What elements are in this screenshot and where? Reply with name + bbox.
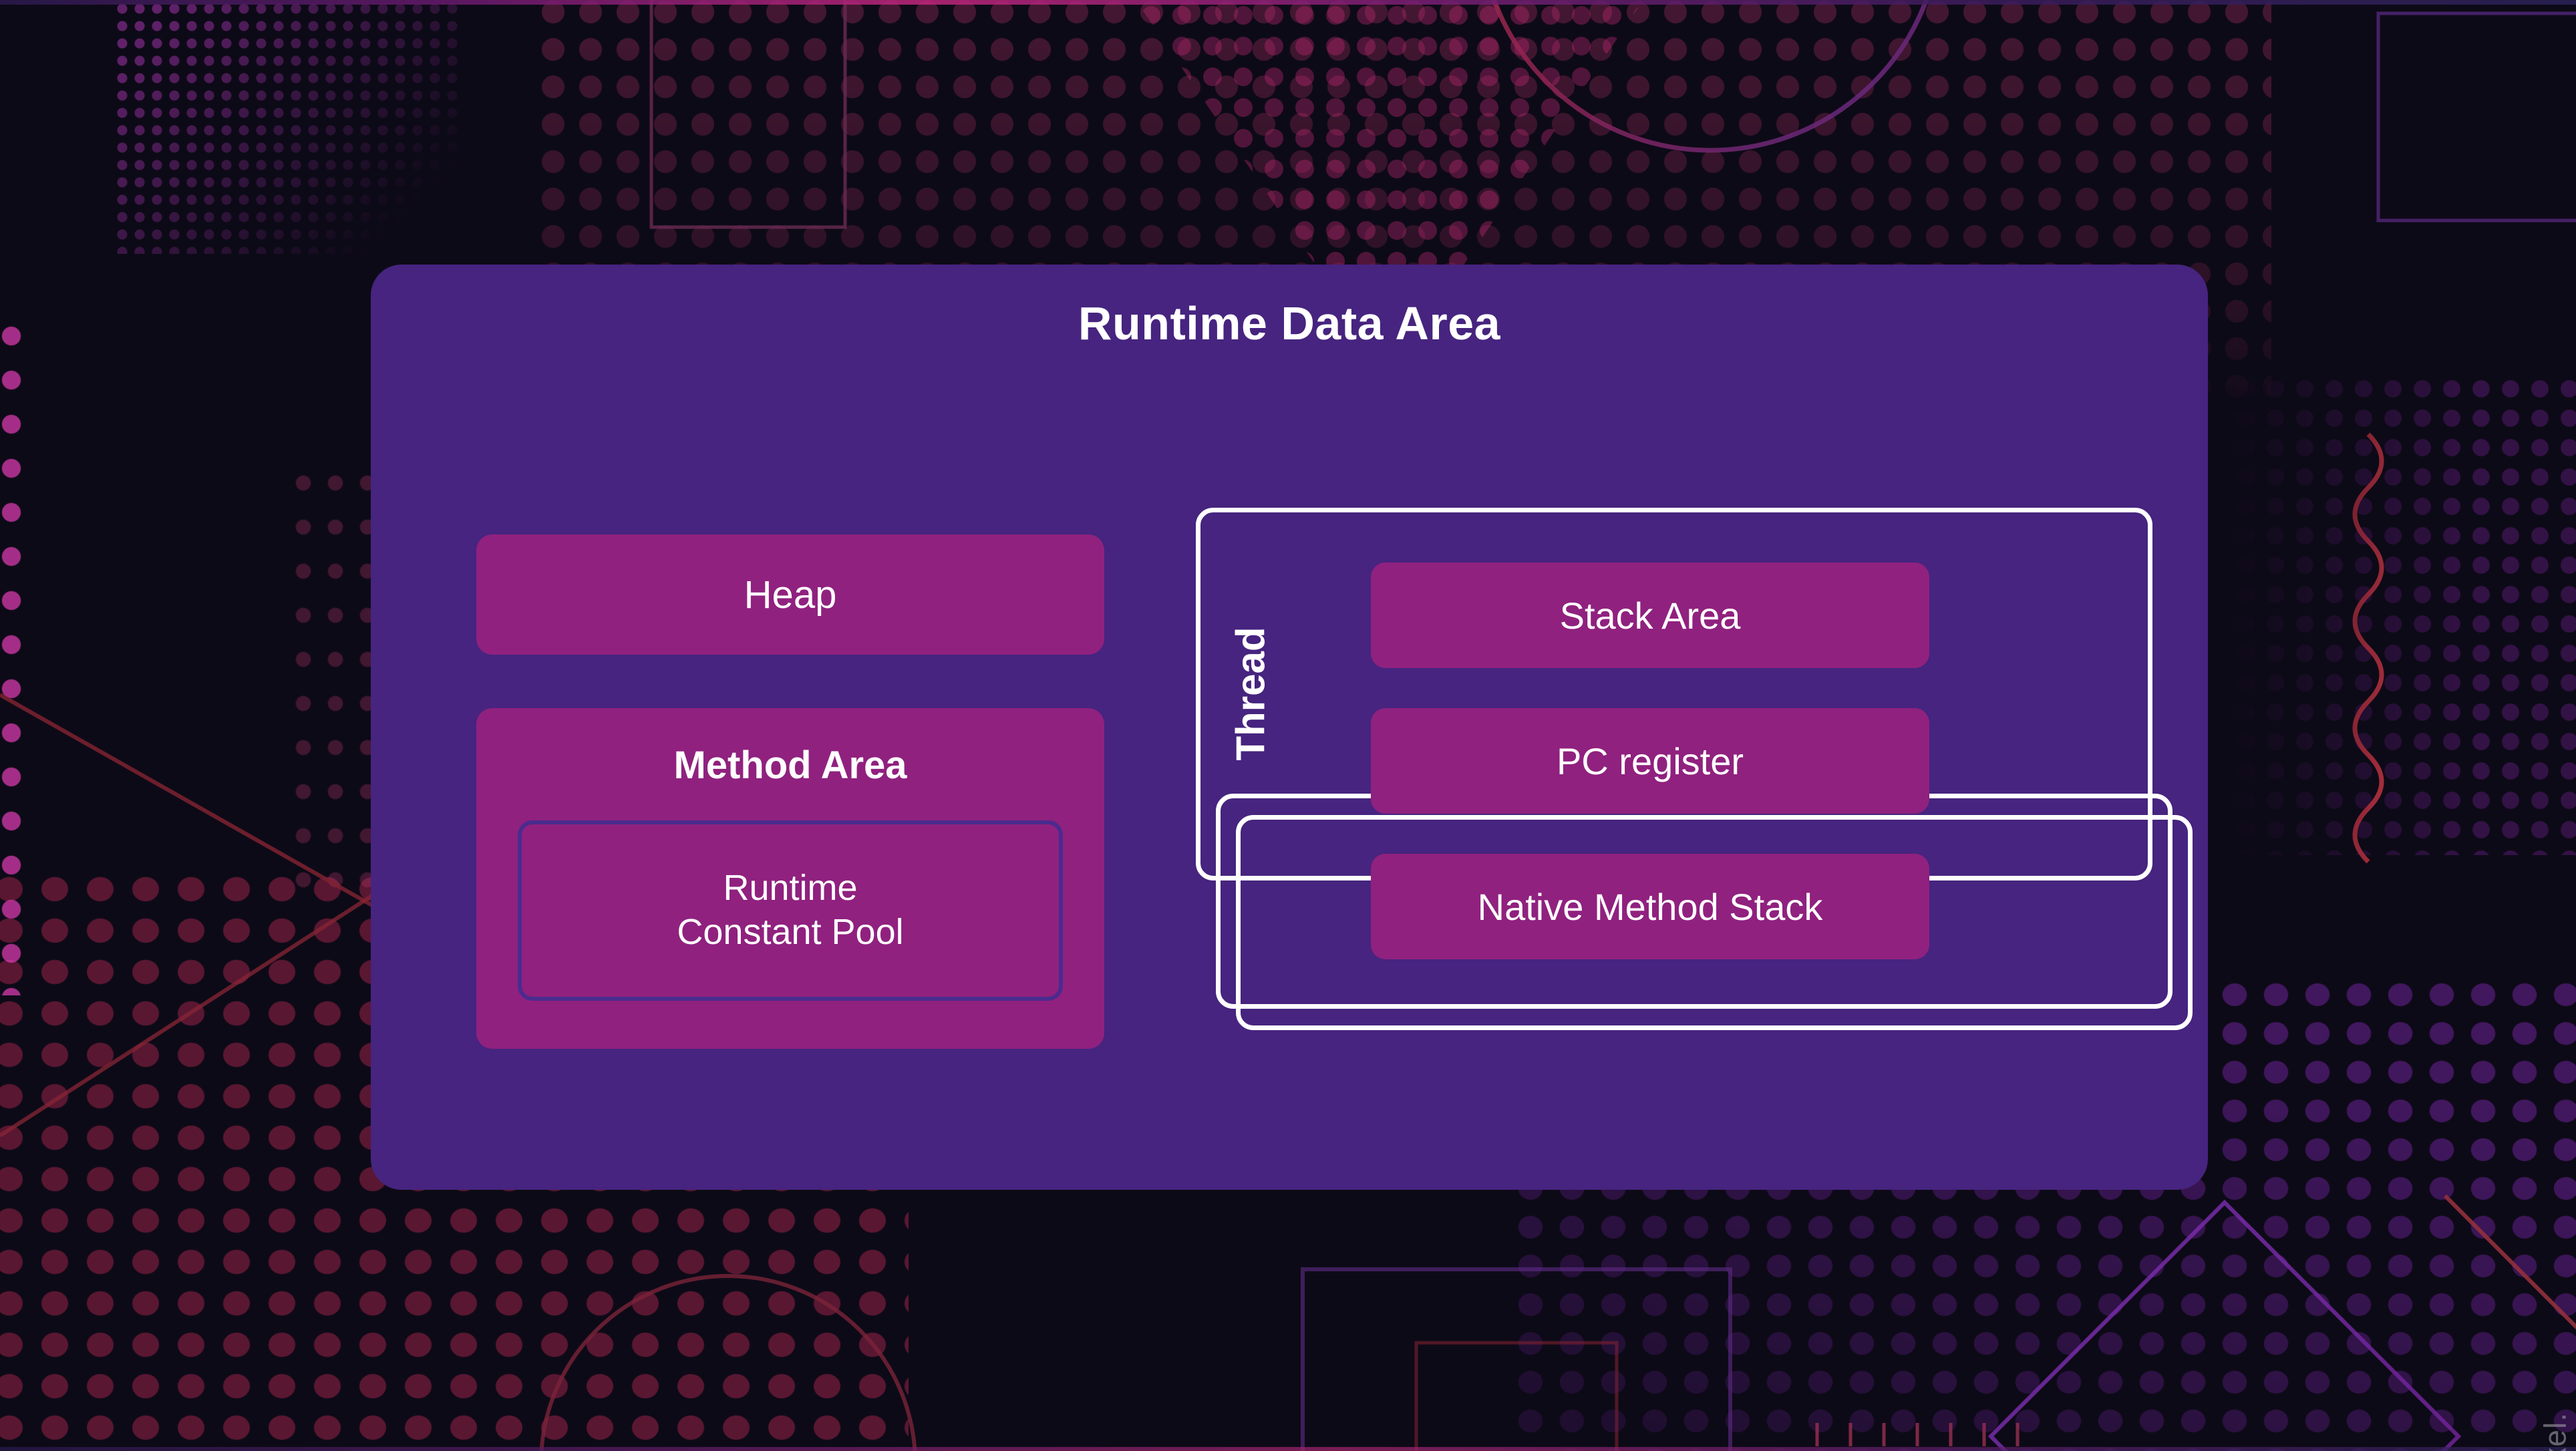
stack-area-box[interactable]: Stack Area xyxy=(1371,562,1929,668)
rcp-line-1: Runtime xyxy=(723,868,858,909)
native-method-stack-box[interactable]: Native Method Stack xyxy=(1371,854,1929,959)
pc-register-box[interactable]: PC register xyxy=(1371,708,1929,814)
top-accent-strip xyxy=(0,0,2576,5)
halftone-dots-right-edge xyxy=(2231,374,2576,855)
rcp-line-2: Constant Pool xyxy=(677,912,904,952)
page-title: Runtime Data Area xyxy=(1078,297,1501,349)
heap-box[interactable]: Heap xyxy=(476,534,1104,655)
memory-areas-column: Heap xyxy=(476,534,1104,655)
method-area-box[interactable]: Method Area Runtime Constant Pool xyxy=(476,708,1104,1049)
bottom-accent-strip xyxy=(0,1447,2576,1451)
thread-label-text: Thread xyxy=(1228,626,1273,761)
runtime-constant-pool-box[interactable]: Runtime Constant Pool xyxy=(518,820,1063,1001)
halftone-dots-left-edge xyxy=(0,314,23,995)
thread-label: Thread xyxy=(1228,500,1273,887)
rawpixel-watermark: rawpixel. xyxy=(2537,1412,2573,1451)
runtime-constant-pool-label: Runtime Constant Pool xyxy=(677,866,903,955)
method-area-label: Method Area xyxy=(673,744,907,787)
halftone-dots-top-left-small xyxy=(114,0,461,254)
runtime-data-area-panel: Runtime Data Area Heap Method Area Runti… xyxy=(371,265,2208,1190)
thread-card-back-2 xyxy=(1236,815,2193,1030)
